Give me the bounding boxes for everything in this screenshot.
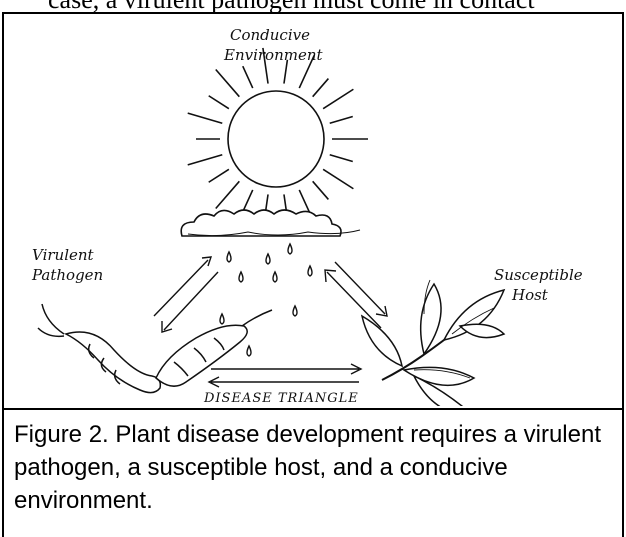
arrow-host-to-pathogen xyxy=(209,377,359,387)
sun-ray xyxy=(323,89,353,108)
sun-ray xyxy=(313,181,329,199)
arrow-pathogen-to-environment xyxy=(154,257,211,316)
sun-ray xyxy=(330,116,353,123)
sun-ray xyxy=(216,181,240,208)
environment-label-line1: Conducive xyxy=(230,26,310,44)
pathogen-label-line1: Virulent xyxy=(32,246,95,264)
cloud-icon xyxy=(181,210,360,236)
sun-ray xyxy=(188,155,223,165)
sun-ray xyxy=(243,66,253,88)
sun-ray xyxy=(209,169,229,182)
sun-ray xyxy=(209,96,229,109)
sun-ray xyxy=(216,69,240,96)
environment-label-line2: Environment xyxy=(223,46,324,64)
arrow-pathogen-to-host xyxy=(211,364,361,374)
arrow-host-to-environment xyxy=(325,270,381,328)
arrow-environment-to-pathogen xyxy=(162,272,218,332)
host-label-line2: Host xyxy=(511,286,549,304)
sun-ray xyxy=(243,190,253,212)
sun-ray xyxy=(323,169,353,188)
sun-ray xyxy=(188,113,223,123)
host-plant-icon xyxy=(362,280,504,406)
sun-icon xyxy=(188,48,368,230)
figure-caption: Figure 2. Plant disease development requ… xyxy=(14,418,614,517)
triangle-title: DISEASE TRIANGLE xyxy=(203,391,359,406)
figure-divider xyxy=(2,408,624,410)
pathogen-label-line2: Pathogen xyxy=(31,266,103,284)
sun-ray xyxy=(313,79,329,97)
disease-triangle-diagram: Conducive Environment Virulent Pathogen … xyxy=(4,14,622,406)
host-label-line1: Susceptible xyxy=(494,266,583,284)
pathogen-icon xyxy=(38,304,272,393)
sun-ray xyxy=(330,155,353,162)
